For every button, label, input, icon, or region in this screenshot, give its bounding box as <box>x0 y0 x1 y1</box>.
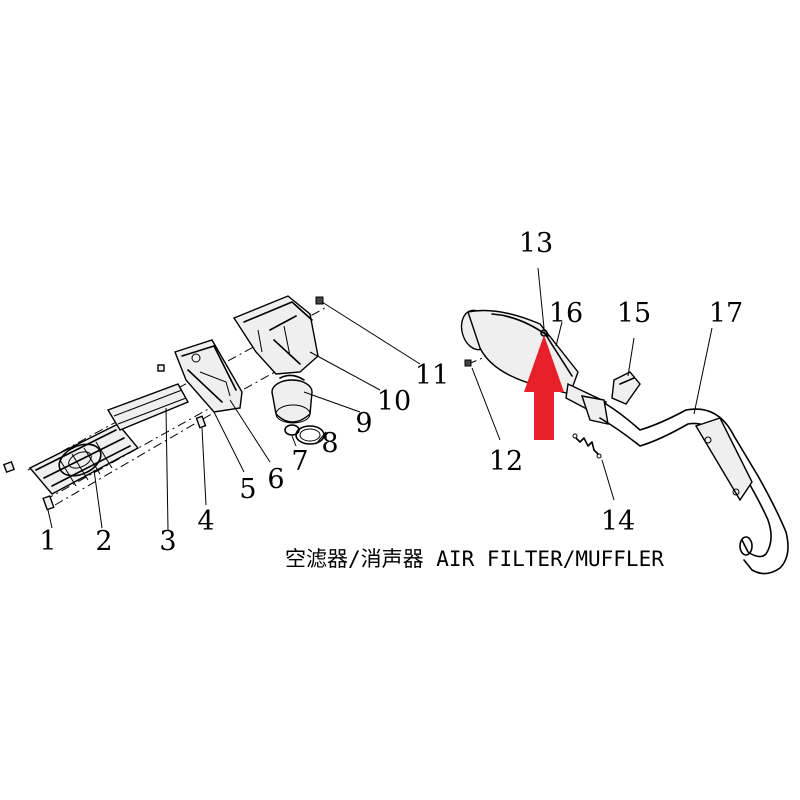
label-16: 16 <box>549 298 583 329</box>
label-4: 4 <box>197 506 214 537</box>
label-9: 9 <box>355 408 372 439</box>
label-17: 17 <box>709 298 743 329</box>
muffler-assembly <box>460 267 789 575</box>
part-17-header-pipe <box>599 403 789 575</box>
label-14: 14 <box>601 506 635 537</box>
label-5: 5 <box>239 474 256 505</box>
part-10-intake-box <box>232 295 319 375</box>
right-leader-lines <box>471 267 713 501</box>
label-1: 1 <box>39 526 56 557</box>
part-9-intake-boot <box>271 374 313 424</box>
part-11-nut <box>315 296 324 305</box>
label-3: 3 <box>159 526 176 557</box>
part-2-filter-cover <box>28 423 140 495</box>
part-16-muffler-body <box>460 309 609 425</box>
part-14-spring <box>572 433 602 459</box>
label-13: 13 <box>519 228 553 259</box>
label-15: 15 <box>617 298 651 329</box>
label-11: 11 <box>415 360 449 391</box>
left-leader-lines <box>47 301 421 531</box>
label-12: 12 <box>489 446 523 477</box>
label-7: 7 <box>291 446 308 477</box>
red-up-arrow <box>524 335 564 440</box>
part-5-6-filter-housing <box>174 339 243 413</box>
diagram-caption: 空滤器/消声器 AIR FILTER/MUFFLER <box>285 547 664 571</box>
label-10: 10 <box>377 386 411 417</box>
label-2: 2 <box>95 526 112 557</box>
part-number-labels: 1 2 3 4 5 6 7 8 9 10 11 12 13 14 15 16 1… <box>39 228 743 557</box>
air-filter-assembly <box>2 295 421 531</box>
part-15-bracket <box>611 371 641 405</box>
part-8-clamp <box>295 425 325 445</box>
part-12-bolt <box>464 359 472 367</box>
part-4-bolt <box>157 364 207 429</box>
part-1-screw <box>2 460 55 511</box>
label-8: 8 <box>321 428 338 459</box>
part-3-filter-element <box>106 383 189 431</box>
label-6: 6 <box>267 464 284 495</box>
